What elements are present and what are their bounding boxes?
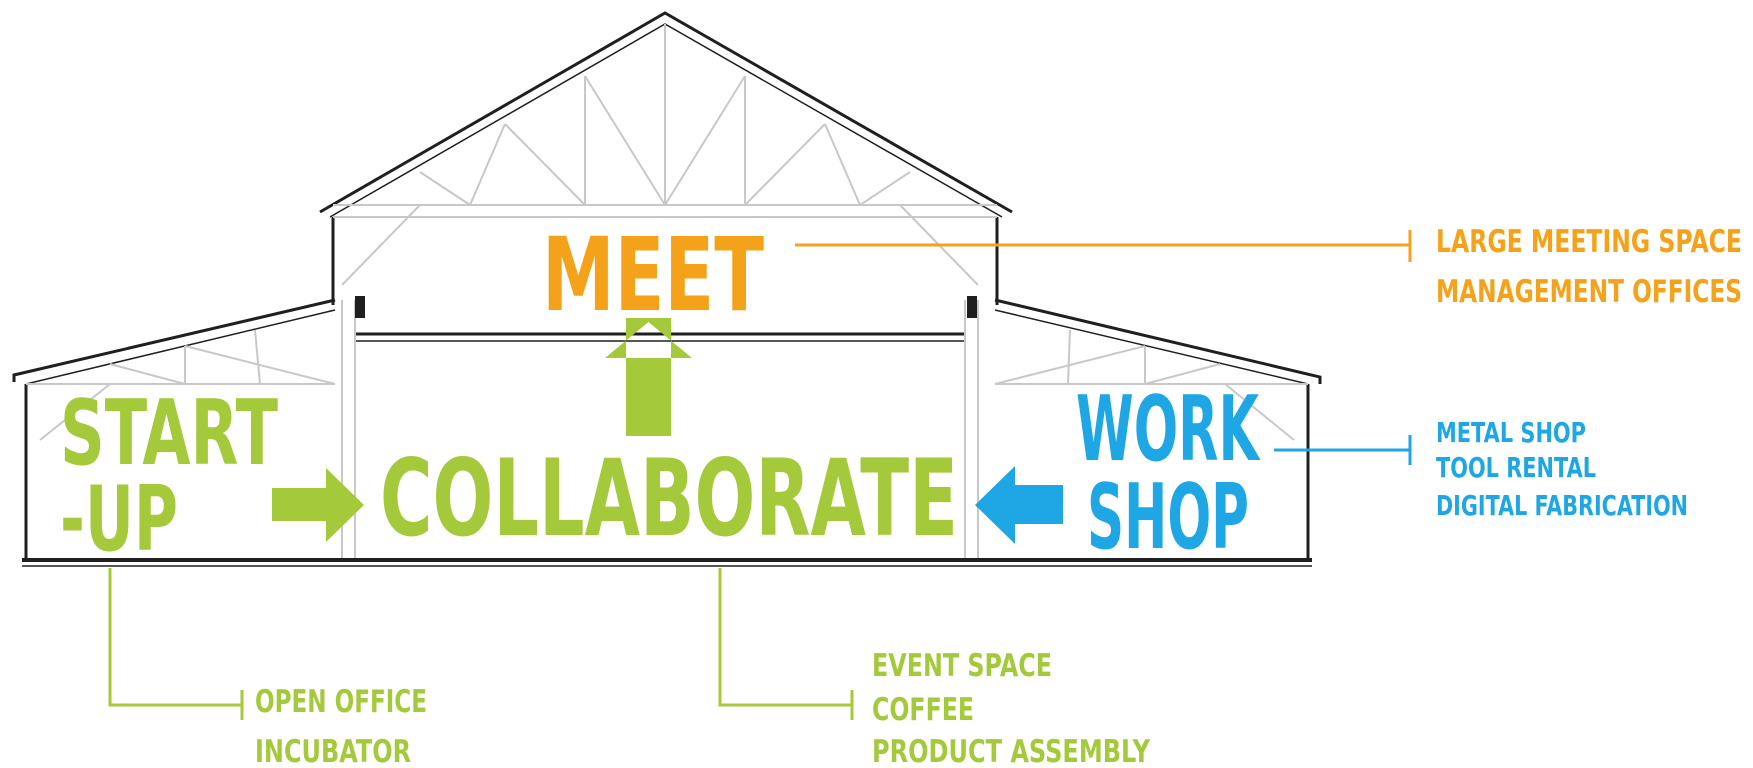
left-shed-truss-web (254, 329, 261, 385)
callout-meet-1: LARGE MEETING SPACE (1436, 224, 1742, 260)
right-shed-fascia (994, 309, 1309, 385)
leader-collaborate (718, 568, 854, 720)
zone-label-startup-line1: START (60, 381, 278, 486)
upper-truss-web (419, 171, 471, 206)
zone-label-meet: MEET (542, 216, 764, 335)
column-bracket-left (355, 296, 365, 318)
zone-label-workshop-line1: WORK (1076, 377, 1261, 482)
zone-label-startup-line2: -UP (60, 467, 178, 572)
column-bracket-right (967, 296, 977, 318)
callout-workshop-3: DIGITAL FABRICATION (1436, 489, 1688, 522)
knee-brace-left (341, 204, 421, 286)
callout-workshop-1: METAL SHOP (1436, 416, 1586, 449)
right-shed-brace (1224, 383, 1295, 441)
callout-startup-2: INCUBATOR (255, 734, 411, 768)
leader-meet (795, 230, 1412, 262)
right-shed-roof (994, 298, 1322, 384)
callout-collaborate-3: PRODUCT ASSEMBLY (872, 734, 1150, 768)
callout-startup-1: OPEN OFFICE (255, 684, 427, 720)
right-shed-truss-web (1144, 363, 1221, 385)
leader-startup (108, 568, 244, 720)
upper-truss-web (744, 123, 826, 206)
right-shed-truss-web (1067, 329, 1071, 385)
arrow-left-to-collaborate (975, 466, 1063, 544)
arrow-right-to-collaborate (272, 468, 364, 542)
building-outline (12, 11, 1322, 567)
upper-truss-web (584, 75, 666, 206)
upper-truss-web (859, 171, 911, 206)
left-shed-fascia (25, 309, 336, 385)
left-shed-roof (12, 298, 336, 382)
upper-truss-web (469, 123, 506, 206)
callout-collaborate-2: COFFEE (872, 692, 974, 728)
upper-truss-web (504, 123, 586, 206)
upper-truss-web (824, 123, 861, 206)
callout-collaborate-1: EVENT SPACE (872, 648, 1052, 684)
structure (26, 24, 1308, 558)
left-shed-truss-web (184, 345, 336, 385)
left-shed-brace (39, 383, 111, 441)
right-shed-truss-web (994, 345, 1146, 385)
arrow-up-to-meet (605, 318, 692, 436)
upper-truss-web (664, 75, 746, 206)
callout-workshop-2: TOOL RENTAL (1436, 451, 1596, 484)
upper-roof-line (319, 11, 1013, 214)
callout-meet-2: MANAGEMENT OFFICES (1436, 274, 1742, 310)
zone-label-workshop-line2: SHOP (1087, 465, 1249, 570)
leader-workshop (1274, 435, 1412, 465)
left-shed-truss-web (109, 363, 186, 385)
zone-label-collaborate: COLLABORATE (380, 437, 958, 560)
